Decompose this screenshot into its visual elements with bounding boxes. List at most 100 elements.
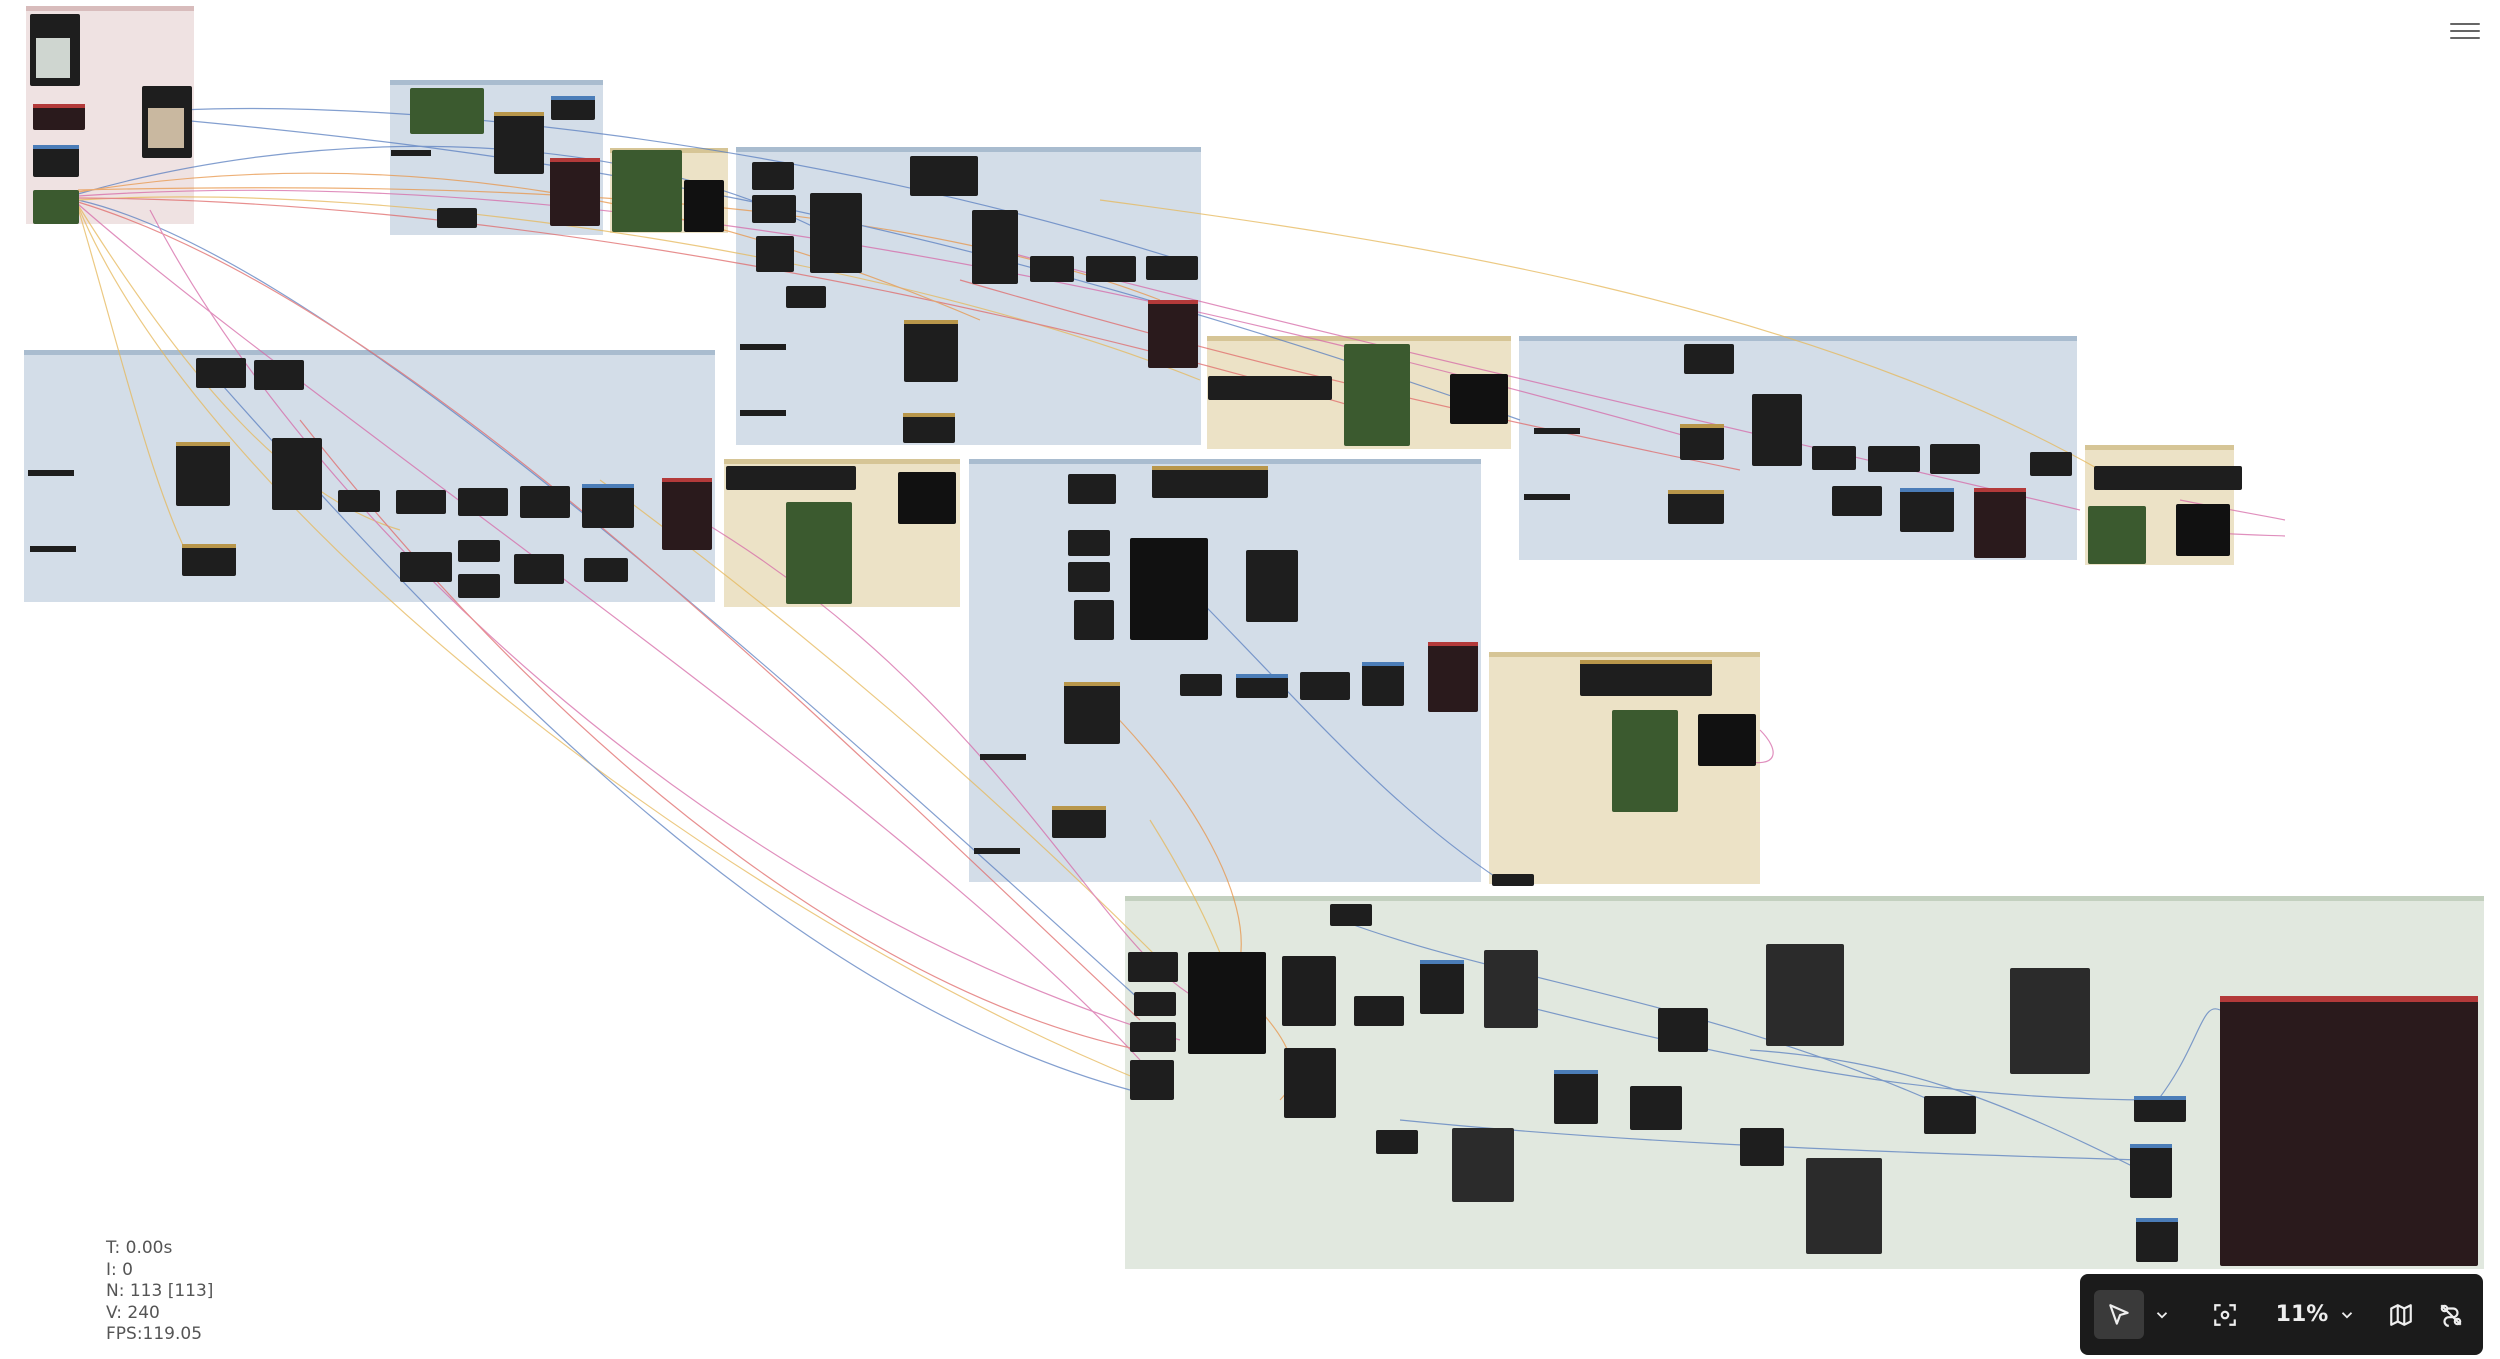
- node-center-blue2[interactable]: [1362, 662, 1404, 706]
- node-main-g[interactable]: [1030, 256, 1074, 282]
- node-blue-mini[interactable]: [551, 96, 595, 120]
- node-prompt-a-list[interactable]: [684, 180, 724, 232]
- node-prompt-e-small[interactable]: [1492, 874, 1534, 886]
- node-prompt-a-green[interactable]: [612, 150, 682, 232]
- node-prompt-b-list[interactable]: [898, 472, 956, 524]
- node-out-l[interactable]: [1740, 1128, 1784, 1166]
- zoom-control[interactable]: 11%: [2266, 1290, 2366, 1339]
- node-prompt-c-list[interactable]: [1450, 374, 1508, 424]
- node-center-label2[interactable]: [974, 848, 1020, 854]
- node-label-a[interactable]: [391, 150, 431, 156]
- node-center-d[interactable]: [1074, 600, 1114, 640]
- node-main-e[interactable]: [910, 156, 978, 196]
- node-main-d[interactable]: [756, 236, 794, 272]
- node-left-label2[interactable]: [30, 546, 76, 552]
- node-out-c[interactable]: [1134, 992, 1176, 1016]
- tool-mode-dropdown[interactable]: [2146, 1290, 2178, 1339]
- node-center-label[interactable]: [980, 754, 1026, 760]
- node-out-blue4[interactable]: [2130, 1144, 2172, 1198]
- node-green-prompt[interactable]: [410, 88, 484, 134]
- node-out-preview-a[interactable]: [1484, 950, 1538, 1028]
- node-right-blue[interactable]: [1900, 488, 1954, 532]
- menu-icon[interactable]: [2450, 18, 2480, 46]
- node-right-e[interactable]: [1930, 444, 1980, 474]
- node-center-tan2[interactable]: [1064, 682, 1120, 744]
- node-out-preview-c[interactable]: [1766, 944, 1844, 1046]
- node-center-c[interactable]: [1068, 562, 1110, 592]
- node-prompt-d-list[interactable]: [2176, 504, 2230, 556]
- node-left-e[interactable]: [396, 490, 446, 514]
- node-out-j[interactable]: [1630, 1086, 1682, 1130]
- node-main-small[interactable]: [786, 286, 826, 308]
- node-out-blue[interactable]: [1420, 960, 1464, 1014]
- node-left-blue[interactable]: [582, 484, 634, 528]
- node-lora-red[interactable]: [33, 104, 85, 130]
- node-right-a[interactable]: [1684, 344, 1734, 374]
- node-out-a[interactable]: [1330, 904, 1372, 926]
- node-left-c[interactable]: [272, 438, 322, 510]
- node-right-b[interactable]: [1752, 394, 1802, 466]
- node-out-d[interactable]: [1130, 1022, 1176, 1052]
- node-center-tan[interactable]: [1152, 466, 1268, 498]
- node-out-blue2[interactable]: [1554, 1070, 1598, 1124]
- node-left-l[interactable]: [584, 558, 628, 582]
- node-left-i[interactable]: [458, 540, 500, 562]
- node-small-a[interactable]: [437, 208, 477, 228]
- node-center-a[interactable]: [1068, 474, 1116, 504]
- node-left-a[interactable]: [196, 358, 246, 388]
- node-main-h[interactable]: [1086, 256, 1136, 282]
- node-center-b[interactable]: [1068, 530, 1110, 556]
- node-out-m[interactable]: [1924, 1096, 1976, 1134]
- node-main-red[interactable]: [1148, 300, 1198, 368]
- group-center-pipeline[interactable]: [969, 459, 1481, 882]
- node-left-k[interactable]: [514, 554, 564, 584]
- node-prompt-e-bar[interactable]: [1580, 660, 1712, 696]
- node-final-preview[interactable]: [2220, 996, 2478, 1266]
- minimap-button[interactable]: [2376, 1290, 2426, 1339]
- node-clip-blue[interactable]: [33, 145, 79, 177]
- node-center-tan3[interactable]: [1052, 806, 1106, 838]
- node-tan-settings[interactable]: [494, 112, 544, 174]
- node-out-preview-e[interactable]: [2010, 968, 2090, 1074]
- select-tool-button[interactable]: [2094, 1290, 2144, 1339]
- node-right-c[interactable]: [1812, 446, 1856, 470]
- node-center-list[interactable]: [1130, 538, 1208, 640]
- node-main-b[interactable]: [752, 195, 796, 223]
- node-left-d[interactable]: [338, 490, 380, 512]
- node-center-red[interactable]: [1428, 642, 1478, 712]
- node-center-blue[interactable]: [1236, 674, 1288, 698]
- node-main-label[interactable]: [740, 344, 786, 350]
- node-prompt-d-green[interactable]: [2088, 506, 2146, 564]
- node-out-preview-b[interactable]: [1452, 1128, 1514, 1202]
- node-prompt-c-green[interactable]: [1344, 344, 1410, 446]
- node-center-g[interactable]: [1300, 672, 1350, 700]
- node-out-blue5[interactable]: [2136, 1218, 2178, 1262]
- node-left-red[interactable]: [662, 478, 712, 550]
- node-main-a[interactable]: [752, 162, 794, 190]
- node-seed-green[interactable]: [33, 190, 79, 224]
- node-main-f[interactable]: [972, 210, 1018, 284]
- node-main-tan2[interactable]: [903, 413, 955, 443]
- node-out-b[interactable]: [1128, 952, 1178, 982]
- node-left-label[interactable]: [28, 470, 74, 476]
- node-main-tan[interactable]: [904, 320, 958, 382]
- node-prompt-c-bar[interactable]: [1208, 376, 1332, 400]
- node-right-label[interactable]: [1534, 428, 1580, 434]
- node-right-label2[interactable]: [1524, 494, 1570, 500]
- node-left-b[interactable]: [254, 360, 304, 390]
- node-out-preview-d[interactable]: [1806, 1158, 1882, 1254]
- node-left-j[interactable]: [458, 574, 500, 598]
- node-prompt-e-green[interactable]: [1612, 710, 1678, 812]
- node-prompt-e-list[interactable]: [1698, 714, 1756, 766]
- node-right-tan2[interactable]: [1668, 490, 1724, 524]
- node-main-label2[interactable]: [740, 410, 786, 416]
- node-out-g[interactable]: [1284, 1048, 1336, 1118]
- node-out-list[interactable]: [1188, 952, 1266, 1054]
- node-right-d[interactable]: [1868, 446, 1920, 472]
- node-prompt-b-bar[interactable]: [726, 466, 856, 490]
- node-right-g[interactable]: [1832, 486, 1882, 516]
- node-red-preview[interactable]: [550, 158, 600, 226]
- node-main-c[interactable]: [810, 193, 862, 273]
- node-left-tan[interactable]: [176, 442, 230, 506]
